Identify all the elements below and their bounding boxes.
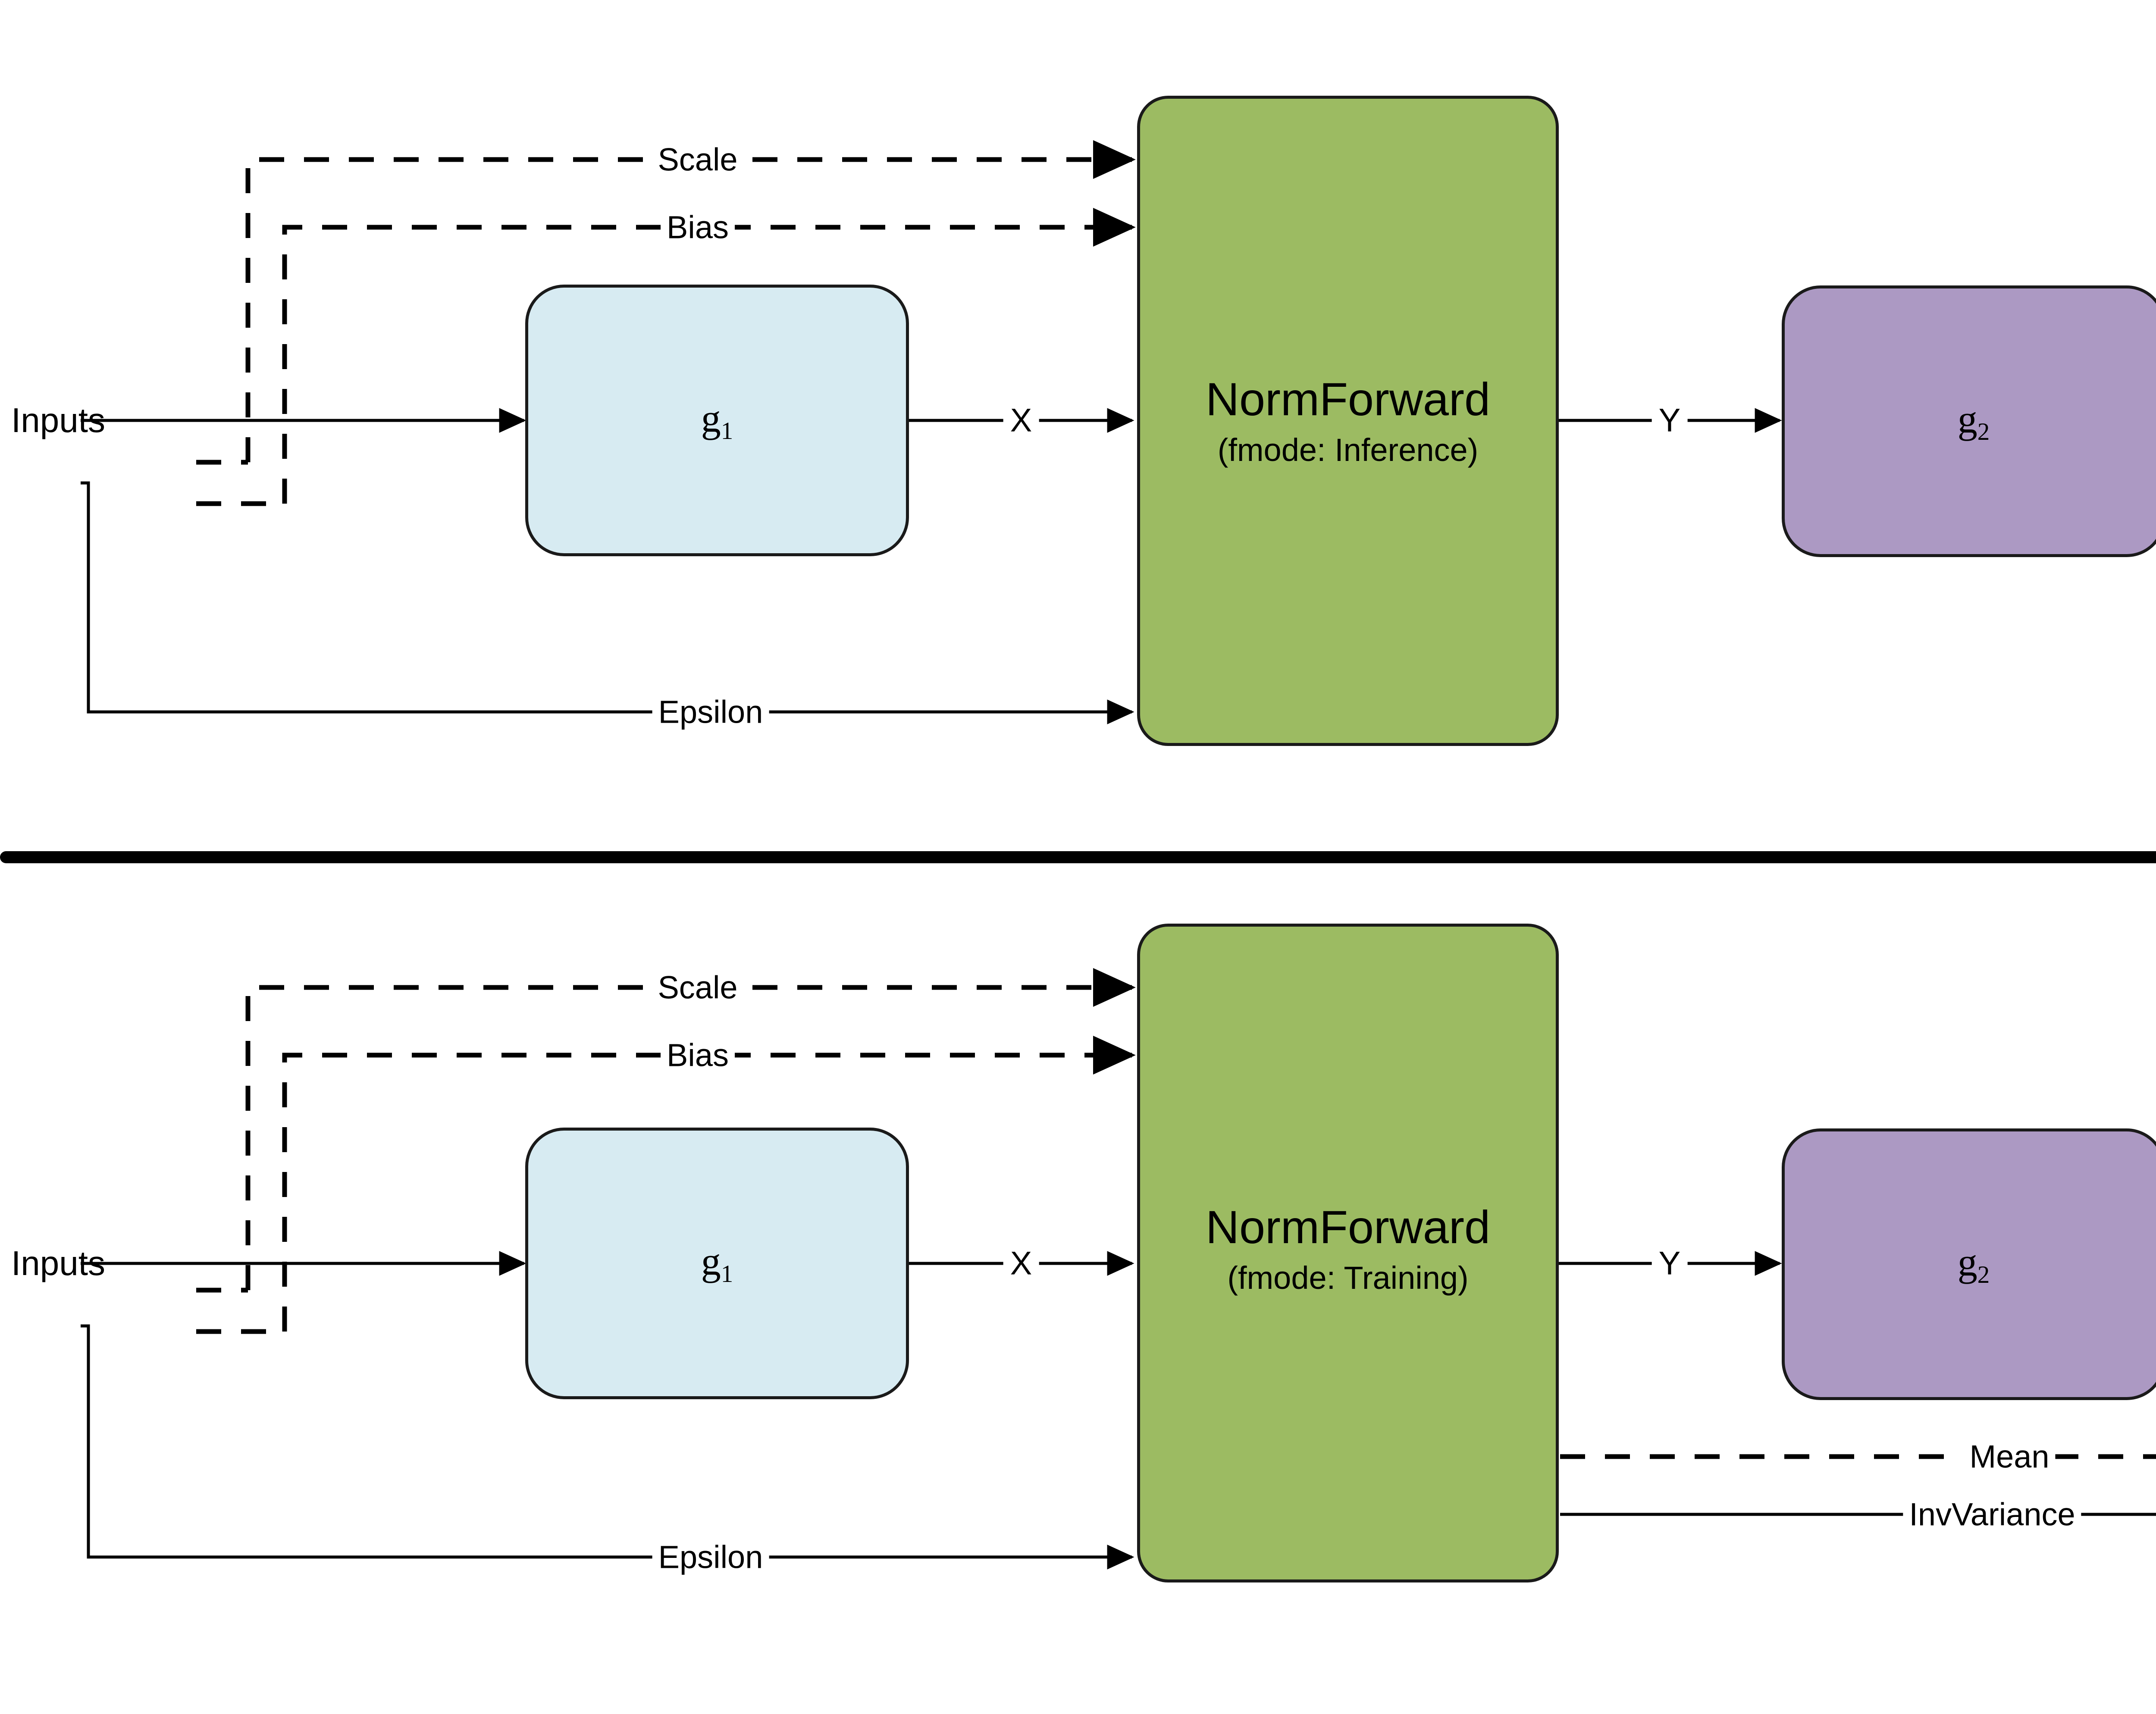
inputs-label-inference: Inputs xyxy=(11,401,105,439)
node-g1-inference[interactable]: g1 xyxy=(525,285,909,556)
node-g2-inference-label: g2 xyxy=(1957,397,1990,446)
node-g1-training[interactable]: g1 xyxy=(525,1128,909,1399)
scale-connector-training xyxy=(196,968,1136,1293)
node-g2-training-label: g2 xyxy=(1957,1240,1990,1289)
node-normforward-inference-subtitle: (fmode: Inference) xyxy=(1217,432,1479,468)
epsilon-label-inference: Epsilon xyxy=(652,693,769,730)
y-label-training: Y xyxy=(1651,1244,1688,1282)
epsilon-connector-training xyxy=(81,1324,1134,1570)
node-normforward-training-subtitle: (fmode: Training) xyxy=(1227,1260,1469,1296)
node-g1-training-label: g1 xyxy=(701,1239,733,1288)
node-g2-inference[interactable]: g2 xyxy=(1782,285,2156,557)
scale-label-training: Scale xyxy=(652,969,744,1006)
invvariance-output-label: InvVariance xyxy=(1903,1496,2081,1533)
epsilon-label-training: Epsilon xyxy=(652,1539,769,1576)
node-normforward-training-title: NormForward xyxy=(1205,1201,1491,1253)
epsilon-connector-inference xyxy=(81,481,1134,724)
node-g2-training[interactable]: g2 xyxy=(1782,1128,2156,1400)
x-label-training: X xyxy=(1003,1244,1039,1282)
y-label-inference: Y xyxy=(1651,401,1688,439)
x-label-inference: X xyxy=(1003,401,1039,439)
inputs-label-training: Inputs xyxy=(11,1244,105,1282)
node-normforward-inference[interactable]: NormForward (fmode: Inference) xyxy=(1137,96,1559,746)
scale-label-inference: Scale xyxy=(652,141,744,178)
bias-label-inference: Bias xyxy=(661,209,735,246)
node-normforward-training[interactable]: NormForward (fmode: Training) xyxy=(1137,924,1559,1582)
node-normforward-inference-title: NormForward xyxy=(1205,373,1491,426)
scale-connector-inference xyxy=(196,140,1136,465)
bias-connector-training xyxy=(196,1035,1136,1334)
bias-connector-inference xyxy=(196,207,1136,506)
bias-label-training: Bias xyxy=(661,1037,735,1074)
node-g1-inference-label: g1 xyxy=(701,396,733,445)
mean-output-label: Mean xyxy=(1963,1438,2056,1475)
